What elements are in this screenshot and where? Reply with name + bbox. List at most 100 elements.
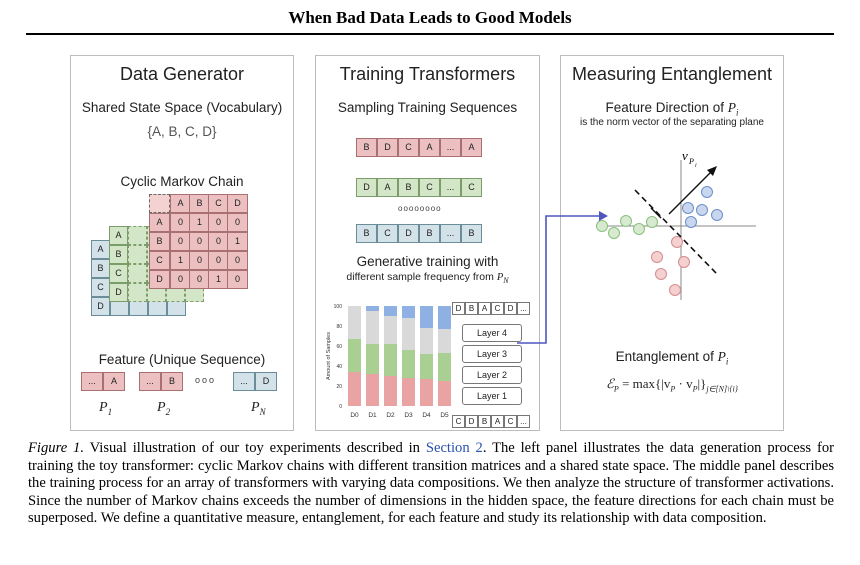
y-tick-label: 60 <box>336 344 342 350</box>
feature-token: D <box>255 372 277 391</box>
x-tick-label: D5 <box>440 412 449 419</box>
matrix-green-label: B <box>109 245 128 264</box>
green-point <box>646 216 658 228</box>
sequence-token: A <box>377 178 398 197</box>
separating-plane-diagram: v P i <box>596 148 756 300</box>
y-tick-label: 80 <box>336 324 342 330</box>
input-token: B <box>478 415 491 428</box>
entanglement-heading-text: Entanglement of <box>615 349 714 364</box>
blue-point <box>696 204 708 216</box>
sequence-token: C <box>419 178 440 197</box>
feature-heading: Feature (Unique Sequence) <box>98 352 266 367</box>
matrix-cell: 0 <box>227 270 248 289</box>
formula-p3: P <box>692 384 698 394</box>
input-token: C <box>504 415 517 428</box>
matrix-green-label: C <box>109 264 128 283</box>
vector-label-subsub: i <box>695 163 697 169</box>
vector-foot <box>650 207 662 219</box>
formula-p1: P <box>613 384 619 394</box>
bar-segment <box>402 378 415 406</box>
vector-label: v <box>682 148 688 163</box>
x-tick-label: D4 <box>422 412 431 419</box>
feature-ellipsis: ... <box>233 372 255 391</box>
entanglement-sub: i <box>725 356 729 367</box>
matrix-cell: 0 <box>170 270 191 289</box>
formula-end: |} <box>697 376 707 391</box>
sequence-token: B <box>461 224 482 243</box>
transformer-layer: Layer 4 <box>462 324 522 342</box>
sequence-token: A <box>419 138 440 157</box>
formula-body: = max{|v <box>622 376 671 391</box>
bar-segment <box>420 328 433 354</box>
x-tick-label: D0 <box>350 412 359 419</box>
formula-symbol: ℰ <box>606 376 614 391</box>
direction-heading: Feature Direction of Pi <box>561 100 783 118</box>
feature-ellipsis: ... <box>139 372 161 391</box>
y-tick-label: 100 <box>334 304 343 310</box>
bar-segment <box>366 344 379 374</box>
blue-point <box>685 216 697 228</box>
markov-heading: Cyclic Markov Chain <box>120 174 244 189</box>
bar-segment <box>420 306 433 328</box>
sequence-token: C <box>398 138 419 157</box>
direction-p: P <box>727 100 737 115</box>
matrix-blue-label: D <box>91 297 110 316</box>
title-rule <box>26 33 834 35</box>
matrix-cell: 0 <box>208 213 229 232</box>
matrix-green-cell <box>128 264 147 283</box>
matrix-green-cell <box>128 245 147 264</box>
bar-segment <box>384 306 397 316</box>
x-tick-label: D1 <box>368 412 377 419</box>
caption-text-1: Visual illustration of our toy experimen… <box>84 440 426 456</box>
output-token: D <box>452 302 465 315</box>
red-point <box>671 236 683 248</box>
bar-segment <box>348 339 361 372</box>
y-axis-label: Amount of Samples <box>326 332 332 380</box>
green-point <box>620 215 632 227</box>
x-tick-label: D3 <box>404 412 413 419</box>
gen-heading: Generative training with <box>356 254 499 269</box>
sequence-token: A <box>461 138 482 157</box>
figure-title: When Bad Data Leads to Good Models <box>288 8 572 27</box>
feature-sub: 2 <box>165 406 171 417</box>
bar-segment <box>384 344 397 376</box>
output-token: A <box>478 302 491 315</box>
bar-segment <box>438 353 451 381</box>
input-token: C <box>452 415 465 428</box>
matrix-blue-label: A <box>91 240 110 259</box>
bar-segment <box>402 318 415 350</box>
feature-dots: ooo <box>195 375 217 385</box>
output-token: ... <box>517 302 530 315</box>
bar-segment <box>366 306 379 311</box>
caption-label: Figure 1. <box>28 440 84 456</box>
feature-p: P <box>157 400 166 415</box>
norm-vector <box>668 169 714 215</box>
section-link[interactable]: Section 2 <box>425 440 483 456</box>
vocab-heading: Shared State Space (Vocabulary) <box>81 100 283 115</box>
output-token: C <box>491 302 504 315</box>
input-token: A <box>491 415 504 428</box>
sequence-token: D <box>356 178 377 197</box>
sequence-token: C <box>377 224 398 243</box>
direction-subheading: is the norm vector of the separating pla… <box>580 117 764 128</box>
matrix-cell: 1 <box>227 232 248 251</box>
sequence-token: B <box>398 178 419 197</box>
y-tick-label: 20 <box>336 384 342 390</box>
bar-segment <box>366 374 379 406</box>
feature-token: A <box>103 372 125 391</box>
panel-data-generator: Data Generator Shared State Space (Vocab… <box>70 55 294 431</box>
red-point <box>669 284 681 296</box>
bar-segment <box>384 376 397 406</box>
vector-label-sub: P <box>688 157 694 166</box>
matrix-row-label: C <box>149 251 170 270</box>
bar-segment <box>402 350 415 378</box>
feature-sub: 1 <box>107 406 113 417</box>
bar-segment <box>438 329 451 353</box>
feature-label: PN <box>251 400 266 417</box>
matrix-green-cell <box>128 226 147 245</box>
panel-training: Training Transformers Sampling Training … <box>315 55 540 431</box>
sequence-token: B <box>356 224 377 243</box>
matrix-row-label: D <box>149 270 170 289</box>
